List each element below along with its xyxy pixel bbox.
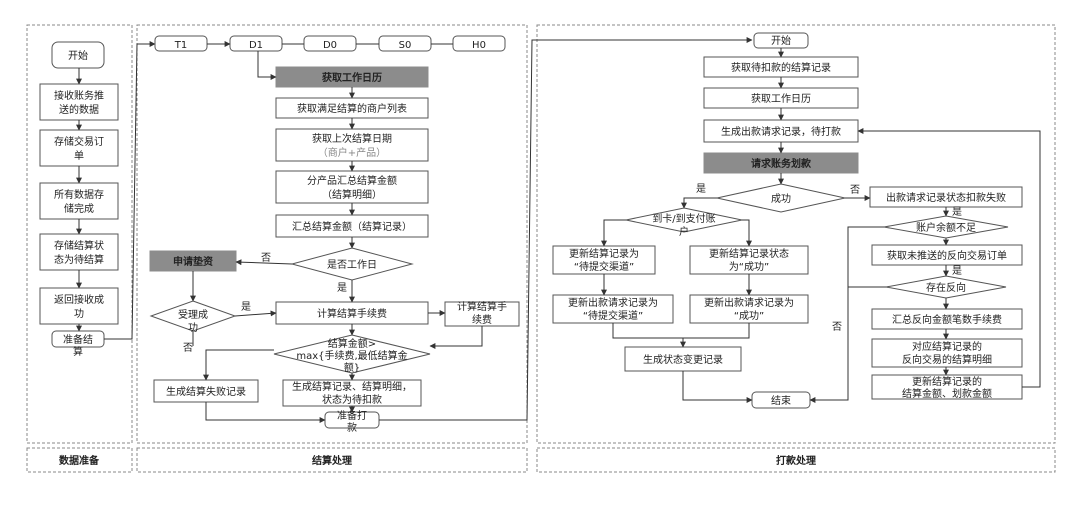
pay-start-text: 开始 (771, 34, 791, 47)
settle-calc-fee-text: 计算结算手续费 (317, 307, 387, 320)
settle-prep-pay-text-2: 款 (347, 421, 357, 434)
day-t1-text: T1 (174, 40, 187, 51)
pay-link-node (871, 338, 1023, 368)
lane-pay-label-frame (536, 447, 1056, 473)
pay-request-transfer-text: 请求账务划款 (751, 157, 812, 170)
settle-fail-record-text: 生成结算失败记录 (166, 385, 246, 398)
settle-sum-product-text-1: 分产品汇总结算金额 (307, 174, 397, 187)
pay-connectors (601, 48, 1041, 403)
pay-upd-wait-text-2: “待提交渠道” (574, 260, 634, 273)
pay-to-card-text-1: 到卡/到支付账 (652, 212, 715, 225)
pay-req-wait-node (552, 294, 674, 324)
day-s0-text: S0 (399, 40, 412, 51)
prep-recv-text-2: 送的数据 (59, 103, 99, 116)
pay-gen-status-text: 生成状态变更记录 (643, 353, 723, 366)
pay-has-reverse-text: 存在反向 (926, 281, 966, 294)
lane-pay-label: 打款处理 (776, 454, 816, 467)
settle-accepted-text-2: 功 (188, 322, 198, 334)
lane-pay-frame (536, 24, 1056, 444)
pay-success-no-label: 否 (850, 184, 860, 196)
settle-apply-advance-text: 申请垫资 (173, 255, 213, 268)
settle-accepted-text-1: 受理成 (178, 309, 208, 321)
prep-start-text: 开始 (68, 49, 88, 62)
pay-get-calendar-text: 获取工作日历 (751, 93, 811, 105)
pay-req-success-text-1: 更新出款请求记录为 (704, 296, 794, 309)
pay-req-wait-text-1: 更新出款请求记录为 (568, 296, 658, 309)
settle-sum-total-text: 汇总结算金额（结算记录） (292, 220, 412, 233)
pay-upd-success-text-1: 更新结算记录状态 (709, 247, 789, 260)
prep-status-text-2: 态为待结算 (54, 253, 104, 266)
pay-upd-success-node (689, 245, 809, 275)
settle-amount-text-2: max{手续费,最低结算金 (296, 349, 407, 362)
pay-get-reverse-text: 获取未推送的反向交易订单 (887, 249, 1007, 262)
settle-calc-fee2-text-2: 续费 (472, 313, 492, 326)
settle-amount-text-1: 结算金额> (328, 337, 376, 350)
prep-return-text-1: 返回接收成 (54, 293, 104, 306)
settle-get-merchants-text: 获取满足结算的商户列表 (297, 102, 407, 115)
pay-to-card-text-2: 户 (679, 225, 689, 238)
prep-store-text-1: 存储交易订 (54, 135, 104, 148)
pay-success-yes-label: 是 (696, 183, 706, 195)
settle-workday-no-label: 否 (261, 252, 271, 264)
settle-accepted-yes-label: 是 (241, 301, 251, 313)
pay-upd-success-text-2: 为“成功” (729, 261, 769, 273)
pay-get-pending-text: 获取待扣款的结算记录 (731, 61, 831, 74)
prep-done-text-2: 储完成 (64, 202, 94, 215)
day-h0-text: H0 (472, 40, 486, 51)
settle-prep-pay-text-1: 准备打 (337, 409, 367, 422)
lane-settle-label-frame (136, 447, 528, 473)
pay-upd-wait-text-1: 更新结算记录为 (569, 247, 639, 260)
lane-prep-frame (26, 24, 133, 444)
settle-get-calendar-text: 获取工作日历 (321, 71, 382, 84)
pay-link-text-1: 对应结算记录的 (912, 340, 982, 353)
pay-upd-wait-node (552, 245, 656, 275)
prep-recv-text-1: 接收账务推 (54, 89, 104, 102)
settle-workday-yes-label: 是 (337, 282, 347, 294)
pay-gen-request-text: 生成出款请求记录，待打款 (721, 125, 841, 138)
pay-to-card-diamond (625, 207, 743, 233)
prep-start-node (51, 41, 105, 69)
settle-accepted-no-label: 否 (183, 342, 193, 354)
pay-req-success-text-2: “成功” (734, 310, 764, 322)
pay-reverse-yes-label: 是 (952, 265, 962, 277)
pay-link-text-2: 反向交易的结算明细 (902, 353, 992, 366)
pay-update-text-1: 更新结算记录的 (912, 375, 982, 388)
lane-settle-frame (136, 24, 528, 444)
pay-req-wait-text-2: “待提交渠道” (583, 309, 643, 322)
settle-connectors (190, 37, 753, 423)
settle-calc-fee2-text-1: 计算结算手 (457, 300, 507, 313)
pay-success-text: 成功 (771, 193, 791, 205)
prep-ready-text-2: 算 (73, 345, 83, 358)
prep-store-text-2: 单 (74, 150, 84, 162)
pay-update-node (871, 374, 1023, 400)
settle-sum-product-text-2: （结算明细） (322, 188, 382, 201)
pay-insufficient-text: 账户余额不足 (916, 221, 976, 234)
settle-last-date-text-1: 获取上次结算日期 (312, 132, 392, 145)
prep-done-text-1: 所有数据存 (54, 188, 104, 201)
settle-last-date-text-2: （商户+产品） (318, 146, 386, 159)
pay-end-text: 结束 (771, 394, 791, 407)
settle-is-workday-text: 是否工作日 (327, 259, 377, 271)
pay-no-label: 否 (832, 321, 842, 333)
settle-amount-text-3: 额} (344, 361, 360, 374)
settle-generate-text-1: 生成结算记录、结算明细， (292, 380, 412, 393)
lane-settle-label: 结算处理 (312, 454, 352, 467)
day-d0-text: D0 (323, 40, 337, 51)
prep-status-text-1: 存储结算状 (54, 239, 104, 252)
prep-return-text-2: 功 (74, 308, 84, 320)
pay-fail-text: 出款请求记录状态扣款失败 (886, 191, 1006, 204)
pay-update-text-2: 结算金额、划款金额 (902, 387, 992, 400)
pay-success-diamond (716, 183, 846, 213)
settle-generate-text-2: 状态为待扣款 (322, 393, 382, 406)
pay-sum-reverse-text: 汇总反向金额笔数手续费 (892, 313, 1002, 326)
prep-ready-text-1: 准备结 (63, 333, 93, 346)
lane-prep-label: 数据准备 (59, 454, 100, 467)
prep-connectors (76, 41, 156, 340)
lane-prep-label-frame (26, 447, 133, 473)
settle-day-row: T1 D1 D0 S0 H0 (154, 35, 506, 52)
pay-insufficient-yes-label: 是 (952, 206, 962, 218)
day-d1-text: D1 (249, 40, 263, 51)
